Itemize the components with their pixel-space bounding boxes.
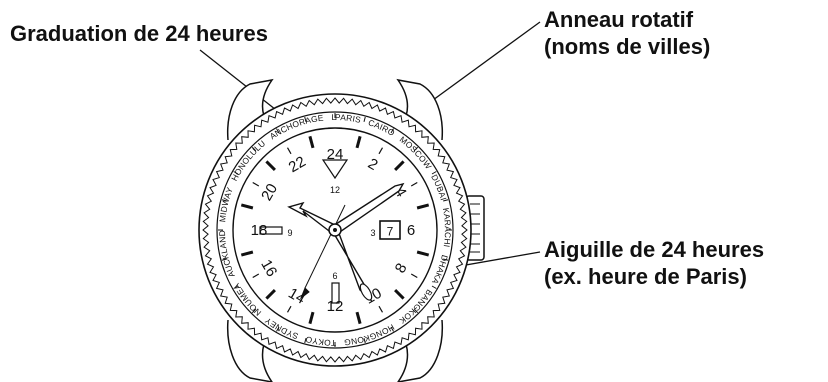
callout-graduation-text: Graduation de 24 heures bbox=[10, 21, 268, 46]
baton-marker-9 bbox=[259, 226, 283, 235]
callout-ring-line1: Anneau rotatif bbox=[544, 7, 694, 32]
hour-marker bbox=[286, 305, 292, 313]
callout-ring-line2: (noms de villes) bbox=[544, 34, 711, 59]
date-window bbox=[379, 220, 401, 240]
hour-marker bbox=[410, 273, 418, 279]
hour-marker bbox=[252, 181, 260, 187]
hour24-numeral: 14 bbox=[285, 285, 308, 308]
hour12-left: 9 bbox=[287, 228, 292, 238]
hour12-top: 12 bbox=[330, 185, 340, 195]
callout-24h-hand: Aiguille de 24 heures (ex. heure de Pari… bbox=[544, 236, 764, 290]
hour24-hand-counterweight bbox=[359, 283, 373, 301]
hour-markers bbox=[240, 135, 430, 325]
ring-tick bbox=[363, 338, 366, 344]
hour-marker bbox=[240, 250, 254, 257]
hour-marker bbox=[265, 289, 276, 300]
hour24-numeral: 12 bbox=[327, 298, 344, 315]
ring-tick bbox=[431, 285, 437, 289]
hour24-numeral: 6 bbox=[407, 222, 415, 239]
seconds-hand bbox=[304, 204, 346, 289]
baton-marker-6 bbox=[331, 282, 340, 304]
ring-tick bbox=[390, 128, 394, 134]
ring-tick bbox=[443, 258, 449, 261]
ring-tick bbox=[233, 285, 239, 289]
hour-marker bbox=[265, 160, 276, 171]
hour-marker bbox=[378, 305, 384, 313]
hour-marker bbox=[355, 311, 362, 325]
callout-rotating-ring: Anneau rotatif (noms de villes) bbox=[544, 6, 710, 60]
ring-tick bbox=[390, 326, 394, 332]
ring-tick bbox=[363, 116, 366, 122]
callout-hand-line1: Aiguille de 24 heures bbox=[544, 237, 765, 262]
hour-marker bbox=[252, 273, 260, 279]
hour24-numeral: 20 bbox=[258, 181, 281, 204]
ring-tick bbox=[304, 338, 307, 344]
hour-marker bbox=[394, 160, 405, 171]
hour24-numeral: 24 bbox=[327, 146, 344, 163]
hour12-right: 3 bbox=[370, 228, 375, 238]
ring-tick bbox=[276, 326, 280, 332]
hour-marker bbox=[240, 203, 254, 210]
ring-tick bbox=[251, 308, 257, 314]
ring-tick bbox=[233, 171, 239, 175]
ring-tick bbox=[431, 171, 437, 175]
hour-marker bbox=[308, 311, 315, 325]
hour-marker bbox=[416, 203, 430, 210]
ring-tick bbox=[221, 258, 227, 261]
hour24-numeral: 18 bbox=[251, 222, 268, 239]
date-value: 7 bbox=[387, 225, 394, 239]
hour-marker bbox=[286, 147, 292, 155]
ring-tick bbox=[276, 128, 280, 134]
seconds-hand-tip bbox=[299, 287, 310, 300]
hour12-bottom: 6 bbox=[332, 271, 337, 281]
ring-tick bbox=[304, 116, 307, 122]
ring-tick bbox=[221, 199, 227, 202]
hour24-numeral: 16 bbox=[257, 257, 280, 280]
callout-hand-line2: (ex. heure de Paris) bbox=[544, 264, 747, 289]
ring-tick bbox=[413, 308, 419, 314]
ring-tick bbox=[413, 146, 419, 152]
rotating-ring-ticks bbox=[218, 113, 452, 347]
hour-marker bbox=[416, 250, 430, 257]
hour-hand bbox=[287, 201, 338, 236]
twelve-triangle-marker bbox=[321, 159, 349, 180]
callout-graduation: Graduation de 24 heures bbox=[10, 20, 268, 47]
ring-tick bbox=[251, 146, 257, 152]
hour-marker bbox=[378, 147, 384, 155]
hour-marker bbox=[355, 135, 362, 149]
ring-tick bbox=[443, 199, 449, 202]
hands-hub-center bbox=[333, 228, 337, 232]
hour-marker bbox=[394, 289, 405, 300]
hour-marker bbox=[410, 181, 418, 187]
hour-marker bbox=[308, 135, 315, 149]
hour24-numeral: 22 bbox=[286, 153, 309, 176]
